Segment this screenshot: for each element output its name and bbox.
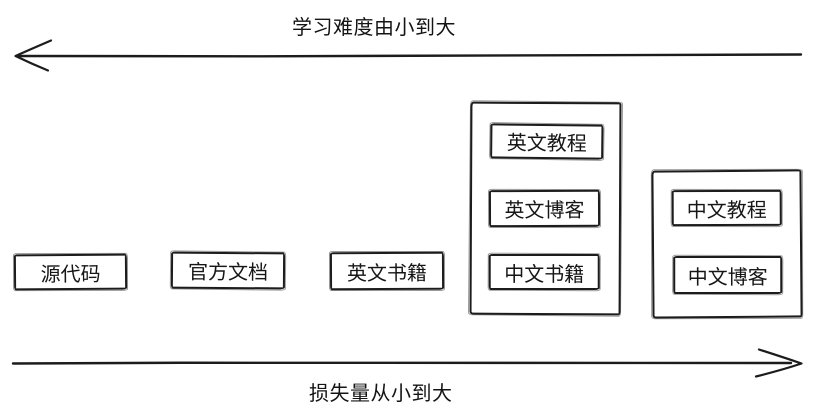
top-axis-arrow-left: [14, 39, 803, 72]
item-label-chinese-blogs: 中文博客: [687, 266, 768, 289]
top-axis-label: 学习难度由小到大: [292, 17, 456, 39]
item-box-source-code: 源代码: [13, 253, 128, 291]
item-label-english-books: 英文书籍: [346, 262, 428, 285]
item-box-chinese-blogs: 中文博客: [673, 255, 783, 295]
item-label-english-blogs: 英文博客: [504, 199, 585, 223]
bottom-axis-label: 损失量从小到大: [309, 383, 453, 405]
item-box-official-docs: 官方文档: [170, 251, 286, 290]
item-label-official-docs: 官方文档: [187, 261, 269, 285]
item-box-chinese-tutorials: 中文教程: [671, 189, 782, 227]
arrowhead-right-icon: [754, 348, 803, 378]
group-box-chinese-resources: 中文教程 中文博客: [651, 169, 803, 319]
item-label-english-tutorials: 英文教程: [506, 132, 587, 156]
item-box-english-blogs: 英文博客: [488, 189, 601, 228]
item-label-chinese-books: 中文书籍: [504, 263, 585, 286]
item-box-chinese-books: 中文书籍: [488, 253, 600, 290]
bottom-axis-arrow-right: [11, 348, 803, 378]
item-label-source-code: 源代码: [40, 263, 101, 286]
group-box-english-and-chinese-books: 英文教程 英文博客 中文书籍: [469, 101, 622, 316]
arrowhead-left-icon: [14, 39, 53, 72]
item-box-english-books: 英文书籍: [329, 251, 445, 291]
item-label-chinese-tutorials: 中文教程: [686, 199, 767, 222]
item-box-english-tutorials: 英文教程: [490, 123, 604, 160]
